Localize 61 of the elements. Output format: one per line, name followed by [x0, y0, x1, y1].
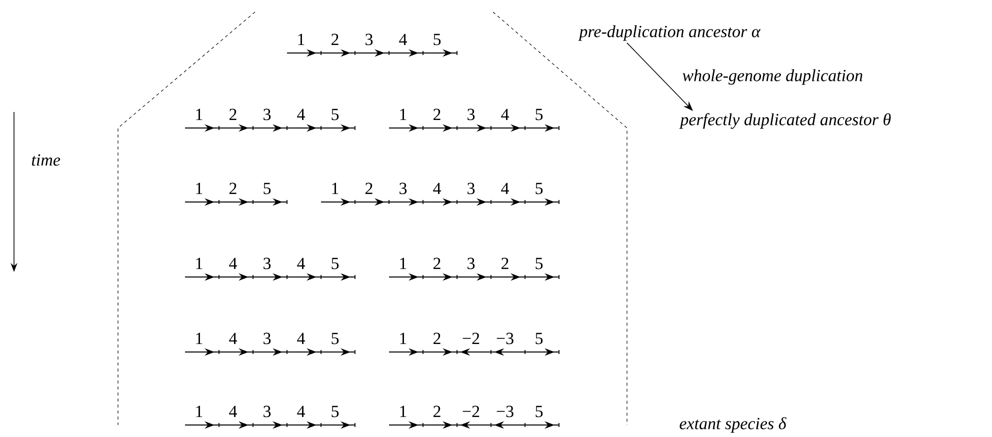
gene-number: 2	[332, 34, 338, 45]
gene-number: 2	[230, 182, 236, 194]
gene-number: 3	[264, 258, 271, 270]
gene-number: 4	[399, 34, 407, 45]
gene-number: 1	[400, 406, 406, 417]
gene-number: 1	[400, 258, 406, 269]
axis-label: time	[32, 154, 60, 166]
gene-number: 3	[366, 34, 373, 46]
gene-number: 2	[230, 108, 236, 120]
gene-number: 3	[400, 182, 407, 194]
gene-number: 4	[297, 258, 305, 269]
gene-number: 4	[297, 332, 305, 344]
gene-number: 3	[468, 108, 475, 120]
gene-number: 5	[332, 108, 339, 120]
gene-number: −2	[462, 406, 480, 417]
gene-number: 3	[468, 182, 475, 194]
gene-number: 5	[536, 108, 543, 120]
gene-number: 4	[433, 182, 441, 194]
gene-number: 5	[434, 34, 441, 46]
gene-number: 5	[536, 182, 543, 194]
gene-number: 4	[501, 108, 509, 120]
edge-label: whole-genome duplication	[682, 69, 862, 85]
gene-number: 1	[196, 182, 202, 194]
gene-number: 1	[400, 332, 406, 344]
gene-number: 1	[332, 182, 338, 194]
gene-number: 3	[264, 108, 271, 120]
gene-number: 5	[536, 332, 543, 344]
gene-number: 1	[196, 332, 202, 344]
gene-number: 4	[297, 406, 305, 417]
gene-number: 2	[366, 182, 372, 194]
gene-number: 1	[196, 108, 202, 120]
gene-number: 4	[229, 258, 237, 269]
gene-number: 3	[264, 332, 271, 344]
gene-number: −3	[496, 406, 514, 418]
gene-number: 2	[502, 258, 508, 269]
gene-number: 4	[501, 182, 509, 194]
row-label: extant species δ	[680, 417, 786, 433]
gene-number: 5	[332, 332, 339, 344]
arrow	[626, 42, 693, 111]
gene-number: 2	[434, 332, 440, 344]
gene-number: 5	[264, 182, 271, 194]
gene-number: 2	[434, 406, 440, 417]
gene-number: 1	[298, 34, 304, 45]
stage-label: perfectly duplicated ancestor θ	[679, 113, 891, 129]
gene-number: 3	[264, 406, 271, 418]
gene-number: 3	[468, 258, 475, 270]
gene-number: 5	[536, 406, 543, 418]
stage-label: pre-duplication ancestor α	[578, 25, 761, 41]
gene-number: 5	[536, 258, 543, 270]
gene-number: 1	[196, 258, 202, 269]
gene-number: −3	[496, 332, 514, 344]
gene-number: 1	[196, 406, 202, 417]
gene-number: 4	[229, 406, 237, 417]
gene-number: 2	[434, 108, 440, 120]
gene-number: 1	[400, 108, 406, 120]
gene-number: 5	[332, 258, 339, 270]
gene-number: 4	[297, 108, 305, 120]
gene-number: −2	[462, 332, 480, 344]
gene-number: 4	[229, 332, 237, 344]
gene-number: 2	[434, 258, 440, 269]
gene-number: 5	[332, 406, 339, 418]
